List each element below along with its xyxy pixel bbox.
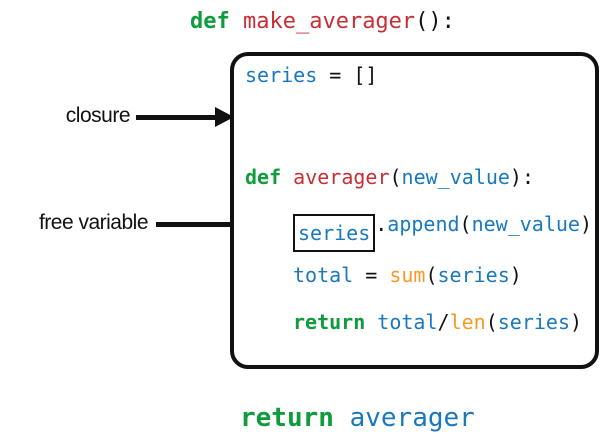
series-init-line: series = [] bbox=[245, 57, 595, 93]
header-punctuation: (): bbox=[415, 9, 455, 34]
closure-label: closure bbox=[65, 104, 131, 127]
divide-operator: / bbox=[437, 310, 450, 334]
append-method: append bbox=[387, 212, 460, 236]
series-arg: series bbox=[437, 263, 510, 287]
empty-list-literal: [] bbox=[353, 63, 378, 87]
averager-reference: averager bbox=[349, 403, 475, 433]
free-variable-arrow bbox=[156, 222, 272, 227]
def-keyword: def bbox=[190, 9, 243, 34]
open-paren: ( bbox=[459, 212, 472, 236]
new-value-arg: new_value bbox=[471, 212, 580, 236]
close-paren: ) bbox=[579, 212, 593, 236]
append-line: series.append(new_value) bbox=[245, 201, 595, 252]
inner-def-line: def averager(new_value): bbox=[245, 154, 595, 201]
outer-def-line: def make_averager(): bbox=[190, 5, 455, 39]
assign-operator: = bbox=[353, 263, 390, 287]
def-keyword: def bbox=[245, 165, 294, 189]
averager-name: averager bbox=[293, 165, 390, 189]
assign-operator: = bbox=[317, 63, 354, 87]
close-paren: ) bbox=[569, 310, 583, 334]
inner-return-line: return total/len(series) bbox=[245, 299, 595, 346]
close-paren: ) bbox=[509, 263, 522, 287]
open-paren: ( bbox=[389, 165, 402, 189]
closure-arrow bbox=[136, 115, 216, 120]
series-arg: series bbox=[497, 310, 570, 334]
open-paren: ( bbox=[485, 310, 498, 334]
sum-builtin: sum bbox=[389, 263, 426, 287]
free-variable-label: free variable bbox=[38, 211, 149, 234]
close-paren-colon: ): bbox=[509, 165, 535, 189]
free-variable-highlight-box: series bbox=[293, 214, 376, 252]
total-variable: total bbox=[377, 310, 438, 334]
series-variable: series bbox=[245, 63, 318, 87]
closure-body-box: series = [] def averager(new_value): ser… bbox=[230, 52, 599, 369]
total-variable: total bbox=[293, 263, 354, 287]
dot-operator: . bbox=[375, 212, 388, 236]
len-builtin: len bbox=[449, 310, 486, 334]
open-paren: ( bbox=[425, 263, 438, 287]
outer-return-line: return averager bbox=[240, 400, 475, 436]
make-averager-name: make_averager bbox=[242, 9, 416, 34]
return-keyword: return bbox=[293, 310, 378, 334]
new-value-param: new_value bbox=[401, 165, 510, 189]
series-variable: series bbox=[298, 221, 371, 245]
total-line: total = sum(series) bbox=[245, 252, 595, 299]
return-keyword: return bbox=[240, 403, 350, 433]
closure-arrowhead-icon bbox=[215, 107, 234, 127]
